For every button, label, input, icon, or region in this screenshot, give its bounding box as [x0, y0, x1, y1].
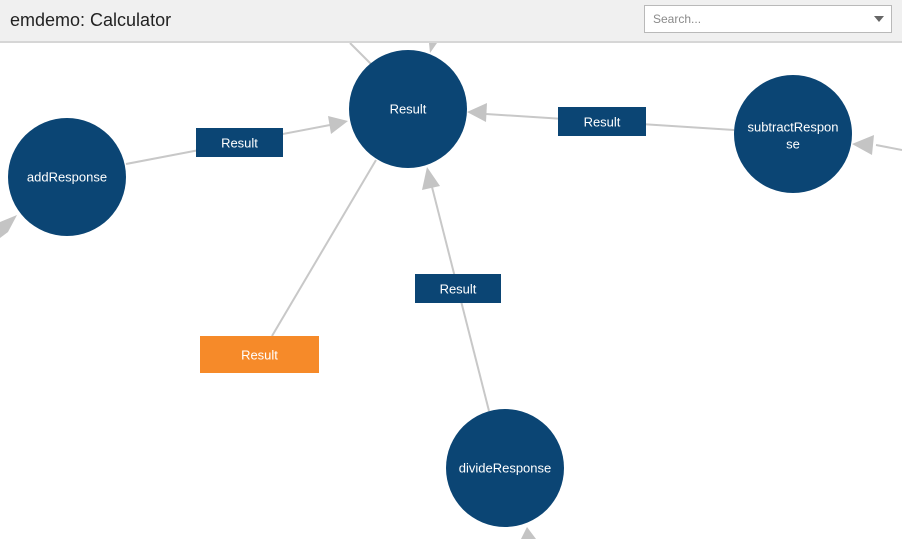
graph-svg[interactable]: Result Result Result Result Result addRe… — [0, 43, 902, 539]
edge-label-divide-result[interactable] — [415, 274, 501, 303]
node-divide-response-circle[interactable] — [446, 409, 564, 527]
edge-label-add-result-text: Result — [221, 136, 258, 151]
search-box[interactable] — [644, 5, 892, 33]
arrowhead-divide-incoming — [521, 527, 536, 539]
edge-label-subtract-result[interactable] — [558, 107, 646, 136]
arrowhead-subtract-result — [467, 103, 487, 122]
search-input[interactable] — [645, 6, 873, 32]
node-result-label: Result — [390, 102, 427, 117]
arrowhead-top — [429, 43, 437, 53]
node-result-circle[interactable] — [349, 50, 467, 168]
node-subtract-response-label-line2: se — [786, 137, 800, 152]
node-divide-response-label: divideResponse — [459, 461, 552, 476]
node-result[interactable]: Result — [349, 50, 467, 168]
app-header: emdemo: Calculator — [0, 0, 902, 43]
edge-label-subtract-result-text: Result — [584, 115, 621, 130]
arrowhead-add-result — [328, 116, 348, 134]
edge-offscreen-subtract — [875, 144, 902, 151]
edge-label-add-result[interactable] — [196, 128, 283, 157]
edge-label-selected-result-text: Result — [241, 348, 278, 363]
edge-label-selected-result[interactable] — [200, 336, 319, 373]
node-add-response-circle[interactable] — [8, 118, 126, 236]
arrowhead-divide-result — [422, 167, 440, 190]
node-add-response-label: addResponse — [27, 170, 107, 185]
node-add-response[interactable]: addResponse — [8, 118, 126, 236]
graph-canvas[interactable]: Result Result Result Result Result addRe… — [0, 43, 902, 539]
node-divide-response[interactable]: divideResponse — [446, 409, 564, 527]
arrowhead-add-incoming — [0, 215, 17, 238]
node-subtract-response-circle[interactable] — [734, 75, 852, 193]
chevron-down-icon[interactable] — [874, 16, 884, 22]
edge-offscreen-top-left — [349, 43, 373, 66]
node-subtract-response-label-line1: subtractRespon — [747, 120, 838, 135]
page-title: emdemo: Calculator — [10, 10, 172, 30]
node-subtract-response[interactable]: subtractRespon se — [734, 75, 852, 193]
edge-highlighted-result — [271, 159, 377, 337]
edge-label-divide-result-text: Result — [440, 282, 477, 297]
arrowhead-subtract-incoming — [852, 135, 874, 155]
